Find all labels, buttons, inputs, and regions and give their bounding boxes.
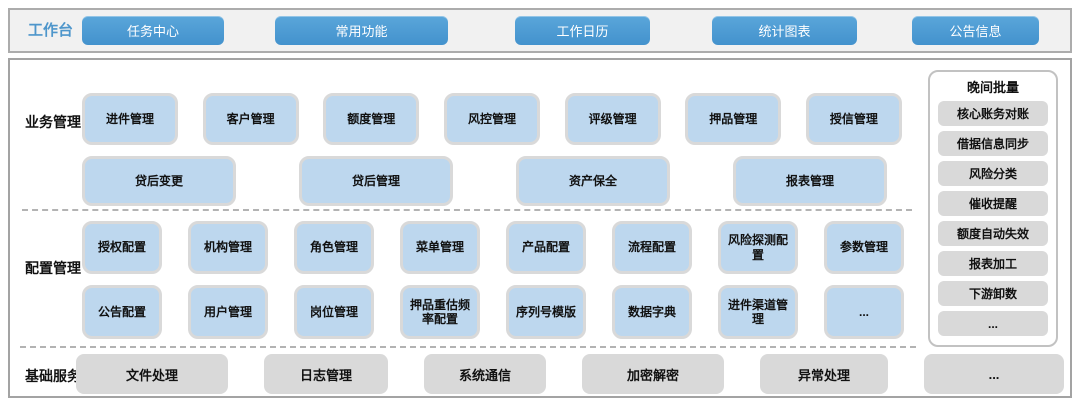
batch-item[interactable]: 额度自动失效 [938, 221, 1048, 246]
module-card[interactable]: 客户管理 [202, 93, 299, 145]
module-card[interactable]: 报表管理 [733, 156, 887, 206]
section-divider [22, 209, 912, 211]
night-batch-title: 晚间批量 [966, 80, 1019, 95]
batch-item[interactable]: 催收提醒 [938, 191, 1048, 216]
module-card[interactable]: 公告配置 [82, 285, 162, 339]
business-row-2: 贷后变更 贷后管理 资产保全 报表管理 [82, 156, 887, 206]
batch-item[interactable]: 核心账务对账 [938, 101, 1048, 126]
batch-item[interactable]: 借据信息同步 [938, 131, 1048, 156]
base-services-row: 文件处理 日志管理 系统通信 加密解密 异常处理 ... [76, 354, 1064, 394]
batch-item[interactable]: 报表加工 [938, 251, 1048, 276]
module-card[interactable]: 机构管理 [188, 221, 268, 274]
module-card[interactable]: 岗位管理 [294, 285, 374, 339]
module-card[interactable]: 进件渠道管理 [718, 285, 798, 339]
section-label-config: 配置管理 [25, 260, 81, 276]
section-divider [20, 346, 916, 348]
module-card[interactable]: 数据字典 [612, 285, 692, 339]
module-card[interactable]: 额度管理 [323, 93, 420, 145]
module-card[interactable]: 授权配置 [82, 221, 162, 274]
workbench-button-common-functions[interactable]: 常用功能 [275, 16, 448, 45]
service-card[interactable]: 日志管理 [264, 354, 388, 394]
module-card[interactable]: 风控管理 [443, 93, 540, 145]
service-card[interactable]: 加密解密 [582, 354, 724, 394]
main-frame: 业务管理 配置管理 基础服务 进件管理 客户管理 额度管理 风控管理 评级管理 … [8, 58, 1072, 398]
batch-item[interactable]: 下游卸数 [938, 281, 1048, 306]
config-row-2: 公告配置 用户管理 岗位管理 押品重估频率配置 序列号模版 数据字典 进件渠道管… [82, 285, 904, 339]
module-card[interactable]: 押品管理 [685, 93, 782, 145]
business-row-1: 进件管理 客户管理 额度管理 风控管理 评级管理 押品管理 授信管理 [82, 93, 902, 145]
workbench-bar: 工作台 任务中心 常用功能 工作日历 统计图表 公告信息 [8, 8, 1072, 53]
batch-item[interactable]: 风险分类 [938, 161, 1048, 186]
module-card[interactable]: 进件管理 [82, 93, 178, 145]
module-card[interactable]: 授信管理 [805, 93, 902, 145]
service-card[interactable]: 系统通信 [424, 354, 546, 394]
module-card[interactable]: 参数管理 [824, 221, 904, 274]
module-card[interactable]: 资产保全 [516, 156, 670, 206]
module-card[interactable]: 风险探测配置 [718, 221, 798, 274]
section-label-base: 基础服务 [25, 368, 81, 384]
module-card[interactable]: ... [824, 285, 904, 339]
workbench-button-task-center[interactable]: 任务中心 [82, 16, 224, 45]
module-card[interactable]: 押品重估频率配置 [400, 285, 480, 339]
module-card[interactable]: 流程配置 [612, 221, 692, 274]
module-card[interactable]: 产品配置 [506, 221, 586, 274]
module-card[interactable]: 用户管理 [188, 285, 268, 339]
workbench-button-announcements[interactable]: 公告信息 [912, 16, 1039, 45]
module-card[interactable]: 贷后变更 [82, 156, 236, 206]
workbench-button-work-calendar[interactable]: 工作日历 [515, 16, 650, 45]
module-card[interactable]: 评级管理 [564, 93, 661, 145]
module-card[interactable]: 序列号模版 [506, 285, 586, 339]
workbench-label: 工作台 [28, 22, 74, 39]
workbench-button-statistics[interactable]: 统计图表 [712, 16, 857, 45]
service-card[interactable]: 异常处理 [760, 354, 888, 394]
service-card[interactable]: 文件处理 [76, 354, 228, 394]
config-row-1: 授权配置 机构管理 角色管理 菜单管理 产品配置 流程配置 风险探测配置 参数管… [82, 221, 904, 274]
module-card[interactable]: 角色管理 [294, 221, 374, 274]
night-batch-panel: 晚间批量 核心账务对账 借据信息同步 风险分类 催收提醒 额度自动失效 报表加工… [928, 70, 1058, 347]
module-card[interactable]: 贷后管理 [299, 156, 453, 206]
section-label-business: 业务管理 [25, 114, 81, 130]
module-card[interactable]: 菜单管理 [400, 221, 480, 274]
batch-item[interactable]: ... [938, 311, 1048, 336]
service-card[interactable]: ... [924, 354, 1064, 394]
